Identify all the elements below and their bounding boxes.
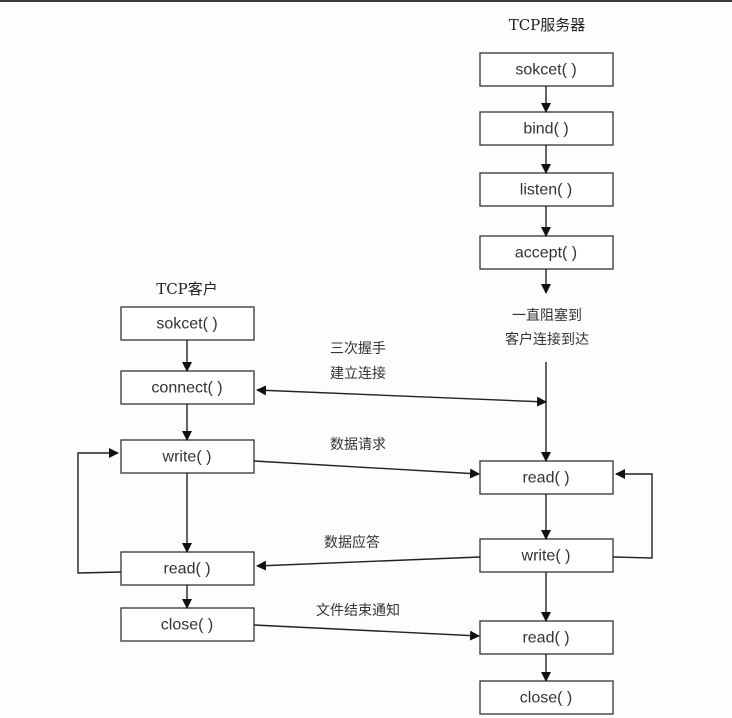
server-title: TCP服务器 (509, 16, 586, 34)
top-border (0, 0, 732, 2)
server-socket-box: sokcet( ) (479, 52, 614, 87)
client-title: TCP客户 (156, 280, 218, 298)
block-note-line2: 客户连接到达 (505, 331, 589, 348)
reply-arrow (256, 556, 481, 571)
eof-label: 文件结束通知 (316, 602, 400, 619)
server-final-read-label: read( ) (522, 630, 569, 647)
server-final-read-box: read( ) (479, 620, 614, 655)
server-listen-label: listen( ) (520, 182, 572, 199)
server-close-box: close( ) (479, 680, 614, 715)
client-connect-box: connect( ) (120, 370, 255, 405)
server-loop-arrow (612, 469, 653, 559)
server-bind-box: bind( ) (479, 111, 614, 146)
client-write-box: write( ) (120, 439, 255, 474)
client-close-label: close( ) (161, 617, 213, 634)
client-connect-label: connect( ) (151, 380, 222, 397)
server-write-label: write( ) (521, 548, 571, 565)
server-bind-label: bind( ) (523, 121, 568, 138)
server-read-box: read( ) (479, 460, 614, 495)
client-socket-label: sokcet( ) (156, 316, 217, 333)
server-accept-box: accept( ) (479, 235, 614, 270)
server-listen-box: listen( ) (479, 172, 614, 207)
client-write-label: write( ) (162, 449, 212, 466)
client-close-box: close( ) (120, 607, 255, 642)
eof-arrow (253, 624, 480, 641)
server-read-label: read( ) (522, 470, 569, 487)
client-read-label: read( ) (163, 561, 210, 578)
request-arrow (253, 460, 480, 479)
block-note-line1: 一直阻塞到 (512, 307, 582, 324)
server-socket-label: sokcet( ) (515, 62, 576, 79)
server-accept-label: accept( ) (515, 245, 577, 262)
handshake-label-line2: 建立连接 (330, 365, 386, 382)
server-close-label: close( ) (520, 690, 572, 707)
reply-label: 数据应答 (324, 534, 380, 551)
server-write-box: write( ) (479, 538, 614, 573)
handshake-label-line1: 三次握手 (330, 341, 386, 357)
client-read-box: read( ) (120, 551, 255, 586)
request-label: 数据请求 (330, 437, 386, 453)
client-loop-arrow (77, 448, 122, 574)
handshake-arrow (256, 385, 547, 407)
client-socket-box: sokcet( ) (120, 306, 255, 341)
